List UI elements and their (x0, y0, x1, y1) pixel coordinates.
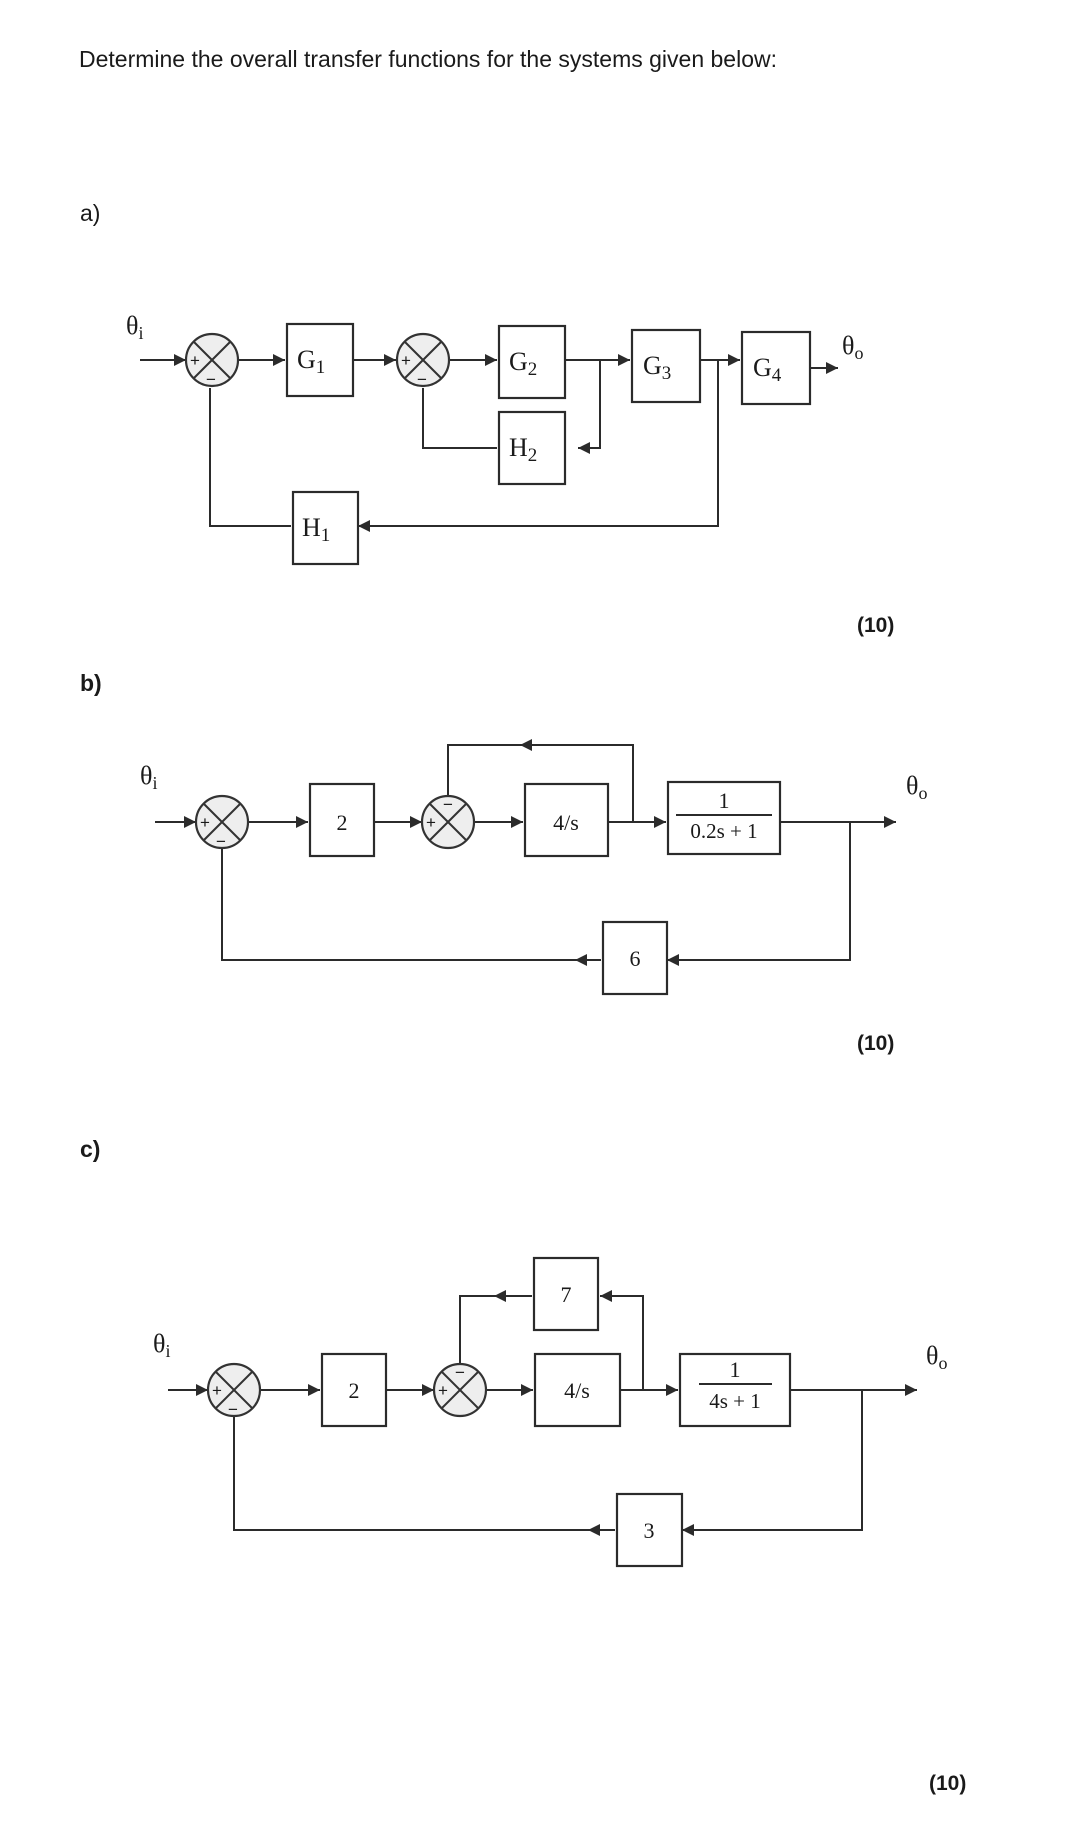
diagram-c-sum1-plus-sign: + (212, 1381, 222, 1400)
diagram-a-block-g2 (497, 324, 567, 400)
diagram-a-block-g3 (630, 328, 702, 404)
diagram-b-sum-junction-1: + − (194, 794, 250, 851)
diagram-a-h1-label: H1 (302, 513, 330, 546)
diagram-a-sum2-plus-sign: + (401, 351, 411, 370)
diagram-c-output-label: θo (926, 1341, 947, 1373)
diagram-c-gain-label: 2 (349, 1378, 360, 1403)
diagram-c-block-minor-feedback (532, 1256, 600, 1332)
diagram-a-sum-junction-2: + − (395, 332, 451, 389)
part-b-marks: (10) (857, 1032, 895, 1055)
diagram-c-sum2-minus-sign: − (455, 1363, 465, 1382)
part-b-label: b) (80, 670, 102, 696)
diagram-a: + − + − G1 G2 G3 G4 H2 H1 θi θo (126, 311, 863, 566)
diagram-a-sum-junction-1: + − (184, 332, 240, 389)
diagram-b-block-lag (666, 780, 782, 856)
diagram-b: + − + − 2 4/s 1 0.2s + 1 6 θi θo (140, 739, 927, 996)
diagram-a-block-g1 (285, 322, 355, 398)
diagram-b-lag-numerator: 1 (719, 788, 730, 813)
diagram-b-block-gain (308, 782, 376, 858)
diagram-a-output-label: θo (842, 331, 863, 363)
diagram-b-block-integrator (523, 782, 610, 858)
diagram-a-block-g4 (740, 330, 812, 406)
diagram-c-minor-feedback-label: 7 (561, 1282, 572, 1307)
diagram-a-g1-label: G1 (297, 345, 325, 378)
diagram-c-wires (168, 1290, 917, 1536)
diagram-c-sum1-minus-sign: − (228, 1400, 238, 1419)
diagram-c-block-integrator (533, 1352, 622, 1428)
diagram-a-sum1-plus-sign: + (190, 351, 200, 370)
diagram-b-wires (155, 739, 896, 966)
part-c-label: c) (80, 1136, 101, 1162)
diagram-b-gain-label: 2 (337, 810, 348, 835)
diagram-b-sum1-minus-sign: − (216, 832, 226, 851)
diagram-b-integrator-label: 4/s (553, 810, 579, 835)
diagram-b-sum2-plus-sign: + (426, 813, 436, 832)
diagram-a-sum2-minus-sign: − (417, 370, 427, 389)
diagram-b-block-feedback (601, 920, 669, 996)
diagram-c-lag-numerator: 1 (730, 1357, 741, 1382)
diagram-c-sum2-plus-sign: + (438, 1381, 448, 1400)
diagram-a-h2-label: H2 (509, 433, 537, 466)
diagram-b-sum1-plus-sign: + (200, 813, 210, 832)
diagram-a-block-h1 (291, 490, 360, 566)
diagram-a-wires (140, 354, 838, 532)
diagram-c-block-feedback (615, 1492, 684, 1568)
diagram-a-block-h2 (497, 410, 567, 486)
diagram-b-feedback-label: 6 (630, 946, 641, 971)
diagram-b-sum2-minus-sign: − (443, 795, 453, 814)
part-a-label: a) (80, 200, 101, 226)
diagram-a-g4-label: G4 (753, 353, 782, 386)
diagram-a-input-label: θi (126, 311, 143, 343)
diagram-b-sum-junction-2: + − (420, 794, 476, 850)
diagram-a-sum1-minus-sign: − (206, 370, 216, 389)
diagram-c-input-label: θi (153, 1329, 170, 1361)
diagram-c-sum-junction-2: + − (432, 1362, 488, 1418)
diagram-a-g3-label: G3 (643, 351, 671, 384)
diagram-c-block-gain (320, 1352, 388, 1428)
diagram-b-output-label: θo (906, 771, 927, 803)
diagram-b-input-label: θi (140, 761, 157, 793)
diagram-c-block-lag (678, 1352, 792, 1428)
question-instruction: Determine the overall transfer functions… (79, 46, 777, 72)
diagram-a-g2-label: G2 (509, 347, 537, 380)
part-c-marks: (10) (929, 1772, 967, 1795)
diagram-c-sum-junction-1: + − (206, 1362, 262, 1419)
diagram-c-integrator-label: 4/s (564, 1378, 590, 1403)
diagram-c-feedback-label: 3 (644, 1518, 655, 1543)
diagram-c-lag-denominator: 4s + 1 (709, 1389, 761, 1413)
part-a-marks: (10) (857, 614, 895, 637)
diagram-b-lag-denominator: 0.2s + 1 (690, 819, 757, 843)
diagram-c: + − + − 2 4/s 7 1 4s + 1 3 θi θo (153, 1256, 947, 1568)
